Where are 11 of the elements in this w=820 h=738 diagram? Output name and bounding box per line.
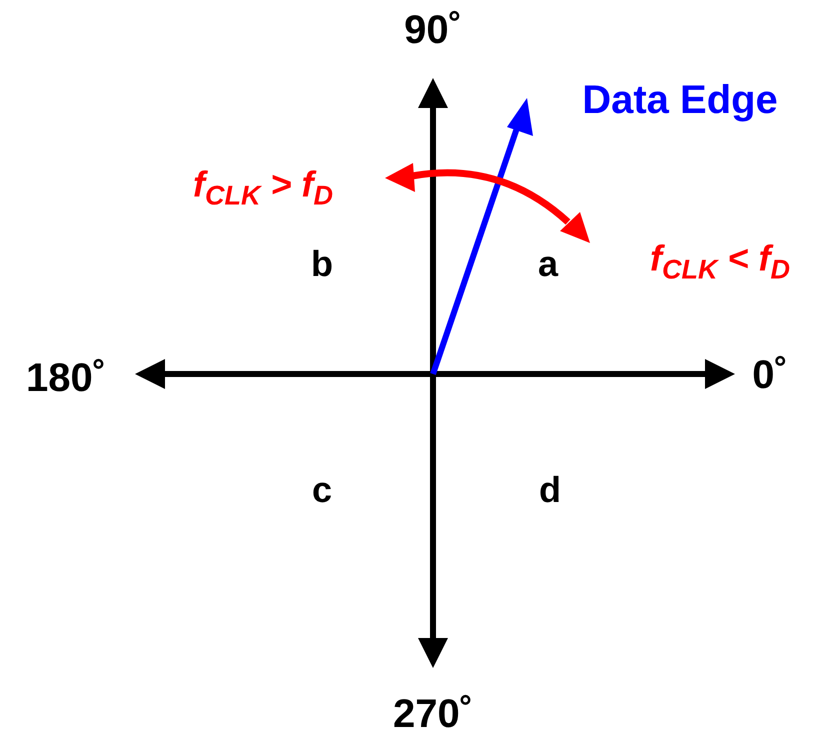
axis-label: 0˚	[752, 355, 788, 395]
quadrant-label: c	[312, 472, 332, 508]
axis-label: 90˚	[404, 10, 462, 50]
condition-label: f$_{CLK}$ < f$_{D}$	[650, 240, 790, 284]
axis-label: 180˚	[26, 358, 106, 398]
quadrant-label: b	[311, 246, 333, 282]
quadrant-label: a	[538, 246, 558, 282]
quadrant-label: d	[539, 472, 561, 508]
vector-label: Data Edge	[582, 80, 778, 120]
axis-label: 270˚	[392, 694, 474, 734]
condition-label: f$_{CLK}$ > f$_{D}$	[193, 166, 333, 210]
